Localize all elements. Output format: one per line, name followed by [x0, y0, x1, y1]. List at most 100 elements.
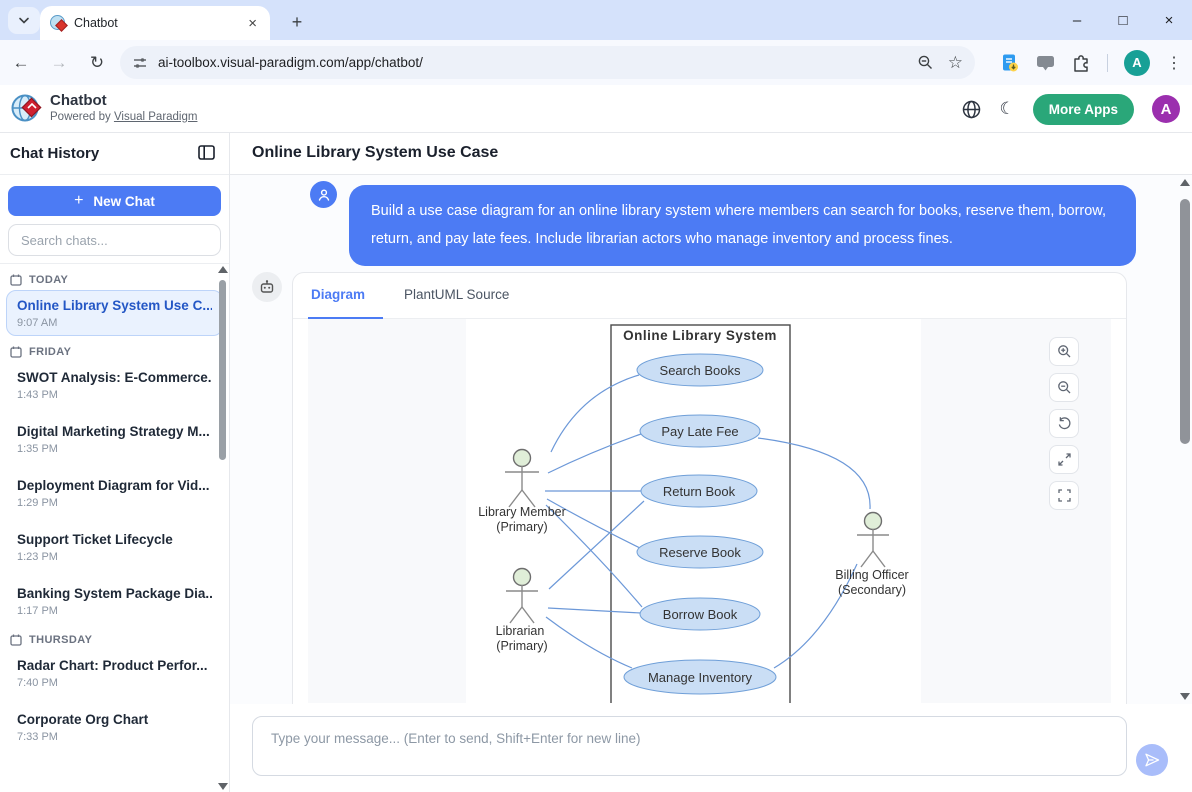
chat-item-title: Radar Chart: Product Perfor... [17, 658, 208, 673]
new-chat-button[interactable]: +New Chat [8, 186, 221, 216]
message-input[interactable] [252, 716, 1127, 776]
calendar-icon [10, 634, 22, 646]
search-chats-input[interactable] [8, 224, 221, 256]
scrollbar-thumb[interactable] [1180, 199, 1190, 444]
send-button[interactable] [1136, 744, 1168, 776]
scroll-down-arrow[interactable] [1180, 693, 1190, 700]
use-case-label: Return Book [663, 484, 736, 499]
reset-view-button[interactable] [1049, 409, 1079, 438]
zoom-page-icon[interactable] [917, 54, 934, 71]
section-header-thursday: THURSDAY [10, 634, 229, 646]
chat-item[interactable]: Deployment Diagram for Vid... 1:29 PM [6, 470, 223, 516]
tab-close-button[interactable]: × [248, 14, 257, 32]
chat-item-title: Banking System Package Dia... [17, 586, 212, 601]
window-maximize-button[interactable]: □ [1118, 11, 1128, 29]
actor-library-member [505, 448, 539, 508]
visual-paradigm-link[interactable]: Visual Paradigm [113, 111, 198, 123]
user-message-bubble: Build a use case diagram for an online l… [349, 185, 1136, 267]
scroll-down-arrow[interactable] [218, 783, 228, 790]
collapse-sidebar-icon[interactable] [198, 145, 215, 160]
new-tab-button[interactable]: + [291, 11, 303, 32]
zoom-out-button[interactable] [1049, 373, 1079, 402]
browser-menu-icon[interactable]: ⋮ [1166, 54, 1182, 72]
actor-stereotype: (Primary) [496, 520, 547, 534]
scrollbar-thumb[interactable] [219, 280, 226, 460]
docs-offline-icon[interactable] [1000, 53, 1020, 73]
powered-by-prefix: Powered by [50, 111, 114, 123]
forward-button[interactable]: → [50, 52, 68, 72]
user-avatar[interactable]: A [1152, 95, 1180, 123]
scroll-up-arrow[interactable] [1180, 179, 1190, 186]
address-bar[interactable]: ai-toolbox.visual-paradigm.com/app/chatb… [120, 46, 975, 79]
association-lines [545, 374, 871, 669]
language-globe-button[interactable] [962, 100, 981, 119]
chat-item[interactable]: Support Ticket Lifecycle 1:23 PM [6, 524, 223, 570]
system-boundary-title: Online Library System [623, 328, 777, 343]
tab-title: Chatbot [74, 16, 118, 30]
tab-plantuml-source[interactable]: PlantUML Source [404, 287, 510, 302]
sidebar-title: Chat History [10, 145, 100, 162]
reload-button[interactable]: ↻ [89, 52, 105, 72]
toolbar-icons: A ⋮ [1000, 46, 1182, 79]
app-header: Chatbot Powered by Visual Paradigm ☾ Mor… [0, 85, 1192, 133]
zoom-out-icon [1057, 381, 1070, 394]
visual-paradigm-favicon [50, 15, 68, 32]
diagram-viewport[interactable]: Online Library System [308, 319, 1111, 703]
fullscreen-button[interactable] [1049, 481, 1079, 510]
visual-paradigm-logo [11, 94, 42, 122]
calendar-icon [10, 274, 22, 286]
chat-item-time: 7:40 PM [17, 677, 58, 689]
tab-diagram[interactable]: Diagram [308, 273, 384, 319]
sidebar-scrollbar[interactable] [218, 266, 228, 790]
extensions-icon[interactable] [1071, 53, 1091, 73]
reset-rotate-icon [1058, 417, 1070, 430]
diagram-controls [1049, 337, 1079, 510]
more-apps-button[interactable]: More Apps [1032, 93, 1134, 125]
chat-list: TODAY Online Library System Use C... 9:0… [0, 264, 229, 791]
bookmark-star-icon[interactable]: ☆ [947, 52, 963, 72]
use-case-label: Borrow Book [663, 607, 738, 622]
browser-titlebar: Chatbot × + – □ × [0, 0, 1192, 40]
browser-profile-avatar[interactable]: A [1124, 49, 1150, 76]
site-settings-icon[interactable] [132, 55, 148, 71]
actor-librarian [506, 567, 538, 624]
section-label: TODAY [29, 274, 69, 286]
chat-scrollbar[interactable] [1179, 179, 1191, 700]
chat-item-time: 1:17 PM [17, 605, 58, 617]
zoom-in-button[interactable] [1049, 337, 1079, 366]
chat-item-title: Digital Marketing Strategy M... [17, 424, 210, 439]
chat-item-time: 1:35 PM [17, 443, 58, 455]
expand-button[interactable] [1049, 445, 1079, 474]
actor-stereotype: (Primary) [496, 639, 547, 653]
window-close-button[interactable]: × [1164, 11, 1174, 29]
use-case-label: Reserve Book [659, 545, 741, 560]
window-controls: – □ × [1054, 0, 1192, 40]
back-button[interactable]: ← [12, 52, 30, 72]
actor-stereotype: (Secondary) [838, 583, 906, 597]
tab-search-button[interactable] [8, 7, 40, 34]
scroll-up-arrow[interactable] [218, 266, 228, 273]
browser-toolbar: ← → ↻ ai-toolbox.visual-paradigm.com/app… [0, 40, 1192, 85]
section-header-today: TODAY [10, 274, 229, 286]
system-boundary [610, 324, 791, 703]
chat-item[interactable]: Online Library System Use C... 9:07 AM [6, 290, 223, 336]
url-text[interactable]: ai-toolbox.visual-paradigm.com/app/chatb… [158, 55, 423, 70]
comment-bubble-icon[interactable] [1036, 54, 1055, 72]
window-minimize-button[interactable]: – [1072, 11, 1082, 29]
zoom-in-icon [1057, 345, 1070, 358]
chat-item[interactable]: Banking System Package Dia... 1:17 PM [6, 578, 223, 624]
actor-label: Billing Officer [835, 568, 908, 582]
chat-item[interactable]: SWOT Analysis: E-Commerce... 1:43 PM [6, 362, 223, 408]
diagram-card: Diagram PlantUML Source Online Library S… [292, 272, 1127, 704]
result-tabs: Diagram PlantUML Source [293, 273, 1126, 319]
page-title: Online Library System Use Case [252, 144, 499, 161]
actor-label: Library Member [478, 505, 566, 519]
chat-item[interactable]: Digital Marketing Strategy M... 1:35 PM [6, 416, 223, 462]
chat-history-sidebar: Chat History +New Chat TODAY Online Libr… [0, 133, 230, 792]
dark-mode-toggle[interactable]: ☾ [999, 99, 1015, 118]
chat-item[interactable]: Corporate Org Chart 7:33 PM [6, 704, 223, 750]
app-title: Chatbot [50, 92, 107, 109]
section-header-friday: FRIDAY [10, 346, 229, 358]
browser-tab[interactable]: Chatbot × [40, 6, 270, 40]
chat-item[interactable]: Radar Chart: Product Perfor... 7:40 PM [6, 650, 223, 696]
